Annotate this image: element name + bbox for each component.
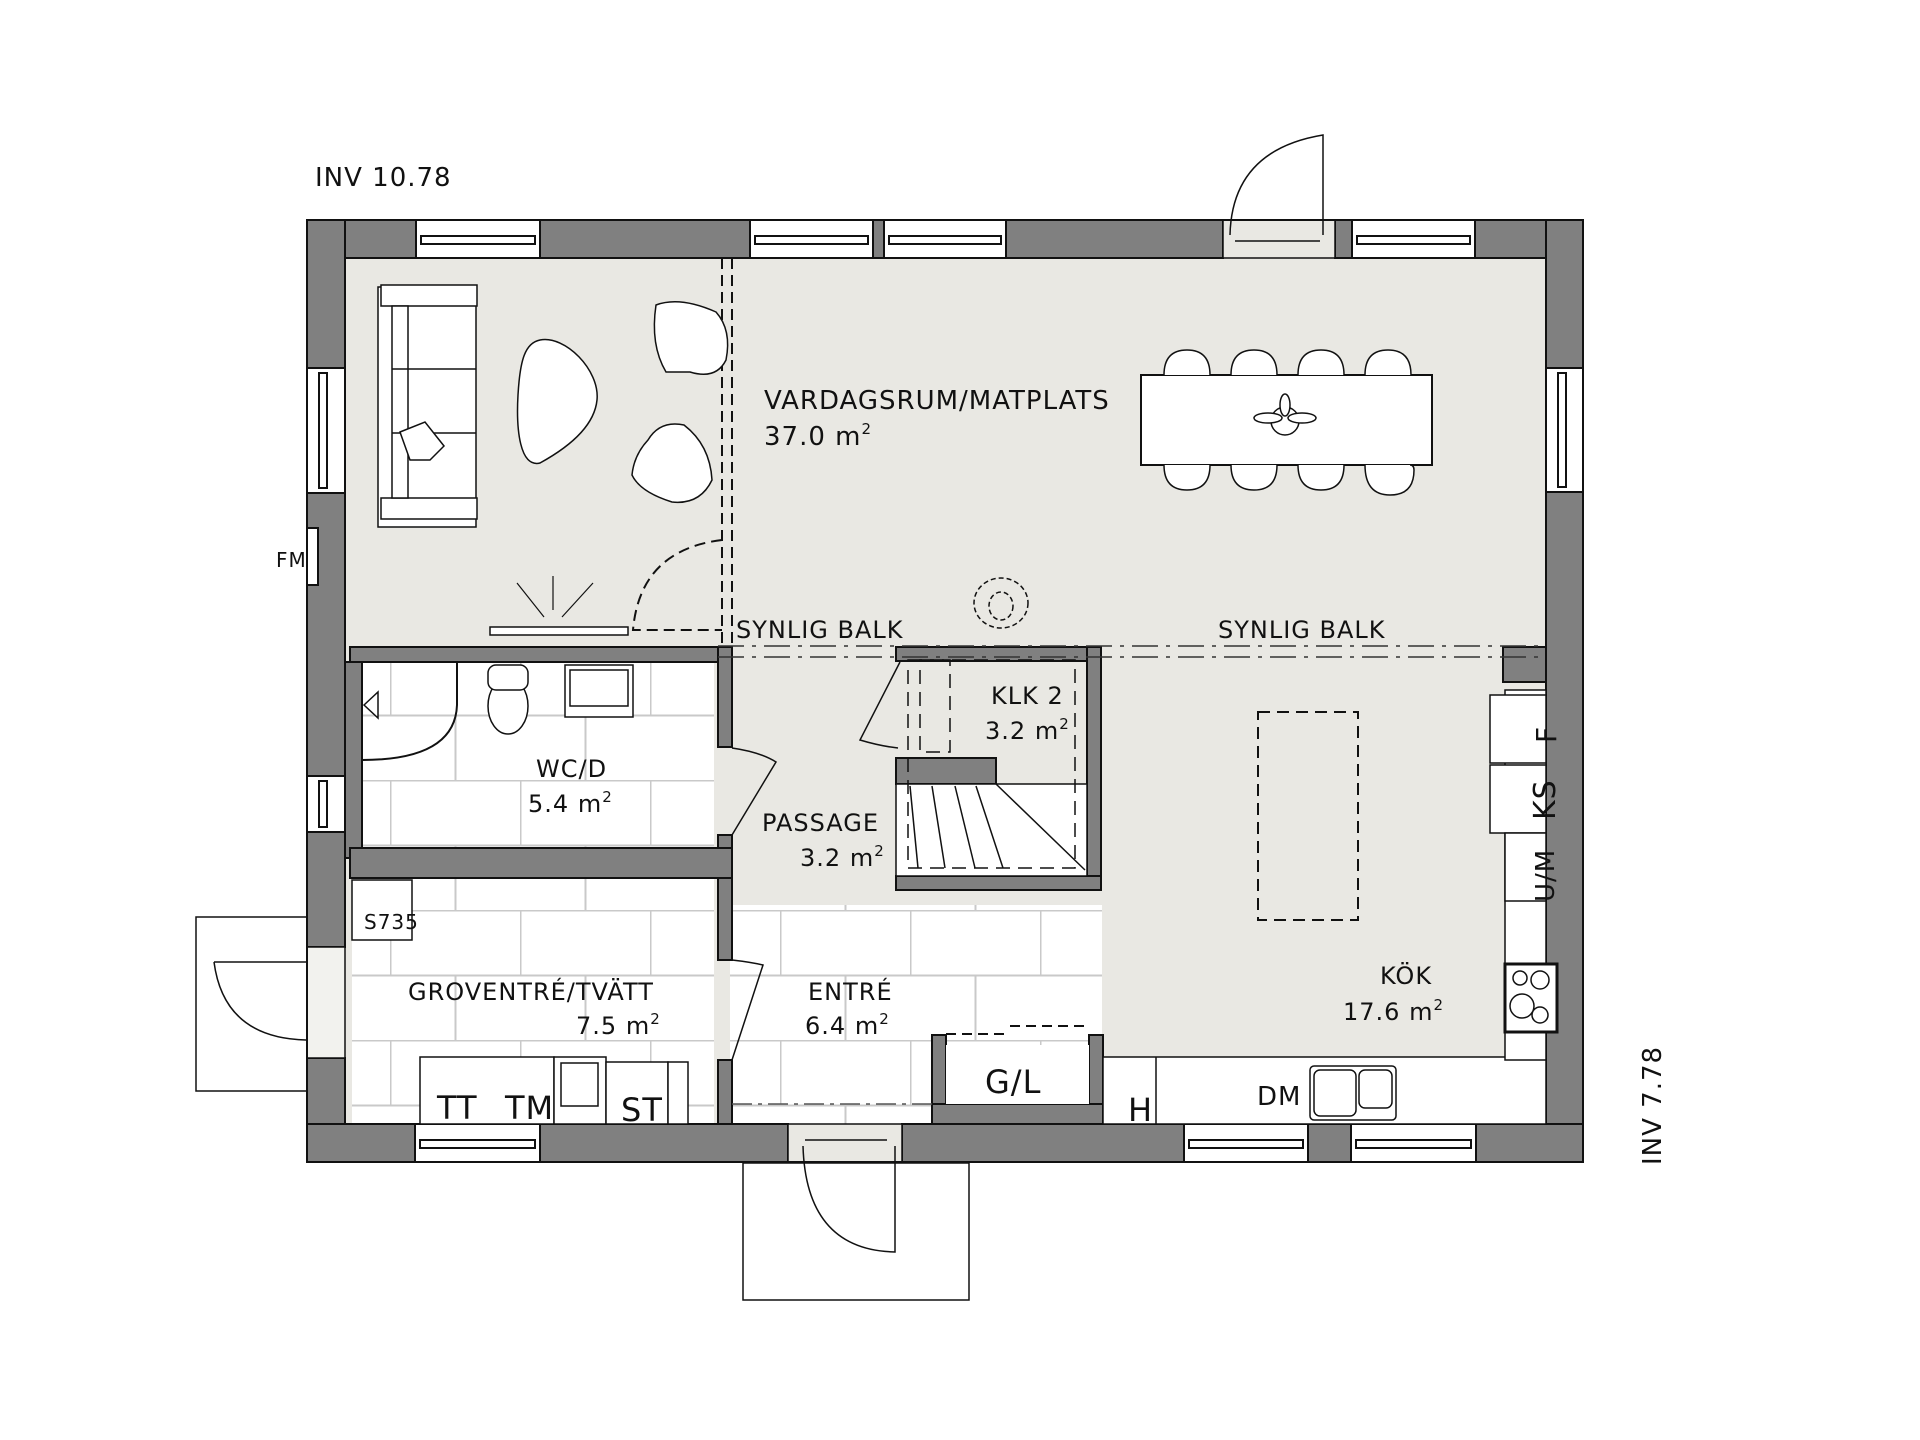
wall-living-wc bbox=[349, 646, 733, 663]
shower-head bbox=[362, 690, 379, 720]
window-top-1 bbox=[415, 219, 541, 259]
front-door-swing bbox=[802, 1145, 896, 1253]
dryer-label: TT bbox=[437, 1089, 478, 1127]
wall-top-2 bbox=[1005, 219, 1224, 259]
room-name-passage: PASSAGE bbox=[762, 809, 880, 837]
window-bottom-1 bbox=[414, 1123, 541, 1163]
staircase bbox=[895, 783, 1088, 877]
fridge bbox=[1489, 694, 1547, 764]
living-door-swing bbox=[631, 539, 723, 631]
front-door-threshold bbox=[787, 1123, 903, 1163]
fridge-label: F bbox=[1530, 725, 1563, 743]
window-left-1 bbox=[306, 367, 346, 494]
room-name-closet: KLK 2 bbox=[991, 682, 1064, 710]
meter-box bbox=[306, 527, 319, 586]
room-name-mudroom: GROVENTRÉ/TVÄTT bbox=[408, 978, 654, 1006]
room-name-wc: WC/D bbox=[536, 755, 608, 783]
wall-top-1 bbox=[539, 219, 751, 259]
wc-floor bbox=[362, 662, 714, 858]
side-steps bbox=[195, 916, 308, 1092]
tv-bench bbox=[489, 626, 629, 636]
wardrobe-label: G/L bbox=[985, 1063, 1042, 1101]
closet-door-swing bbox=[858, 661, 901, 749]
level-label-left: INV 10.78 bbox=[315, 163, 452, 193]
level-label-right: INV 7.78 bbox=[1638, 1045, 1668, 1165]
shower-curtain bbox=[361, 662, 458, 761]
freezer-label: KS bbox=[1528, 779, 1563, 820]
window-bottom-3 bbox=[1350, 1123, 1477, 1163]
washer-label: TM bbox=[505, 1089, 555, 1127]
room-area-passage: 3.2 m2 bbox=[800, 842, 885, 872]
room-area-wc: 5.4 m2 bbox=[528, 788, 613, 818]
top-door-swing bbox=[1229, 134, 1324, 236]
coffee-table bbox=[516, 338, 598, 465]
armchair-1 bbox=[653, 301, 729, 375]
wall-stair-top bbox=[895, 646, 1100, 662]
wc-door-swing bbox=[731, 747, 778, 836]
room-name-entry: ENTRÉ bbox=[808, 978, 893, 1006]
room-area-closet: 3.2 m2 bbox=[985, 715, 1070, 745]
room-area-entry: 6.4 m2 bbox=[805, 1010, 890, 1040]
top-door-threshold bbox=[1222, 219, 1336, 259]
room-name-kitchen: KÖK bbox=[1380, 962, 1433, 990]
beam-label-2: SYNLIG BALK bbox=[1218, 616, 1386, 644]
storage-cabinet bbox=[605, 1061, 669, 1125]
ceiling-lamp bbox=[973, 577, 1029, 629]
wall-bottom-right-corner bbox=[1475, 1123, 1584, 1163]
front-steps bbox=[742, 1162, 970, 1301]
beam-label-1: SYNLIG BALK bbox=[736, 616, 904, 644]
side-door-swing bbox=[213, 961, 307, 1041]
wall-bottom-left-corner bbox=[306, 1123, 416, 1163]
freezer bbox=[1489, 764, 1547, 834]
window-left-2 bbox=[306, 775, 346, 833]
closet-outline bbox=[907, 659, 1076, 869]
boiler-label: S735 bbox=[364, 910, 419, 934]
kitchen-island-outline bbox=[1257, 711, 1359, 921]
armchair-2 bbox=[631, 423, 713, 504]
room-area-living: 37.0 m2 bbox=[764, 420, 873, 452]
room-area-kitchen: 17.6 m2 bbox=[1343, 996, 1445, 1026]
side-door-threshold bbox=[306, 946, 346, 1059]
kitchen-h-label: H bbox=[1128, 1091, 1154, 1129]
oven-microwave bbox=[1504, 832, 1547, 902]
wardrobe bbox=[946, 1045, 1089, 1104]
cabinet-label: ST bbox=[621, 1091, 663, 1129]
window-bottom-2 bbox=[1183, 1123, 1309, 1163]
wall-wc-mudroom bbox=[349, 847, 733, 879]
window-top-3 bbox=[883, 219, 1007, 259]
dishwasher-label: DM bbox=[1257, 1082, 1302, 1112]
meter-label: FM bbox=[276, 548, 307, 572]
laundry-counter bbox=[419, 1056, 555, 1125]
mudroom-door-swing bbox=[731, 959, 764, 1061]
window-top-2 bbox=[749, 219, 874, 259]
room-area-mudroom: 7.5 m2 bbox=[576, 1010, 661, 1040]
room-name-living: VARDAGSRUM/MATPLATS bbox=[764, 386, 1110, 416]
window-right-1 bbox=[1545, 367, 1584, 493]
boiler-unit bbox=[351, 879, 413, 941]
oven-microwave-label: U/M bbox=[1531, 848, 1561, 902]
window-top-4 bbox=[1351, 219, 1476, 259]
